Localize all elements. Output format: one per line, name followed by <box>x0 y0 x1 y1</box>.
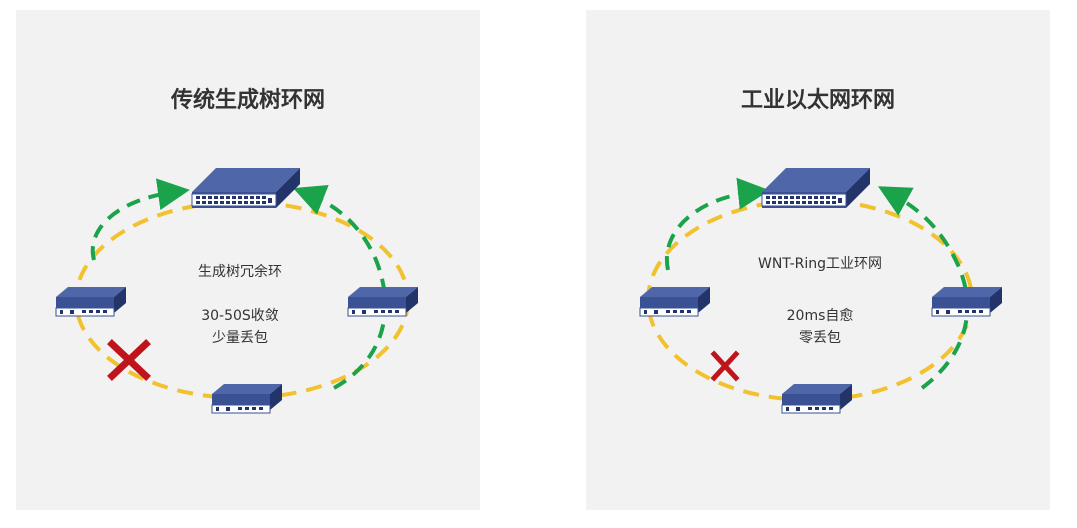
failover-arrow-right <box>877 186 970 390</box>
failover-arrow-right <box>293 184 388 390</box>
packet-loss-label-left: 少量丢包 <box>212 330 268 346</box>
panel-traditional-stp: 传统生成树环网 <box>16 10 480 510</box>
ring-type-label-right: WNT-Ring工业环网 <box>757 256 882 272</box>
ring-type-label-left: 生成树冗余环 <box>198 264 282 280</box>
convergence-label-left: 30-50S收敛 <box>201 308 279 324</box>
panel-title-left: 传统生成树环网 <box>170 88 325 113</box>
switch-icon-left <box>55 286 127 317</box>
switch-icon-top <box>191 167 301 209</box>
convergence-label-right: 20ms自愈 <box>786 308 854 324</box>
switch-icon-bottom <box>211 383 283 414</box>
link-failure-icon <box>710 350 740 382</box>
ring-diagram-right <box>639 167 1003 414</box>
switch-icon-right <box>931 286 1003 317</box>
panel-industrial-ring: 工业以太网环网 WNT-Ring工业环网 20ms自愈 零丢包 <box>586 10 1050 510</box>
panel-title-right: 工业以太网环网 <box>740 88 895 113</box>
switch-icon-top <box>761 167 871 209</box>
failover-arrow-left <box>664 177 770 271</box>
switch-icon-right <box>347 286 419 317</box>
switch-icon-bottom <box>781 383 853 414</box>
ring-diagram-left <box>55 167 419 414</box>
switch-icon-left <box>639 286 711 317</box>
failover-arrow-left <box>90 178 190 261</box>
packet-loss-label-right: 零丢包 <box>799 330 841 346</box>
link-failure-icon <box>107 339 151 381</box>
